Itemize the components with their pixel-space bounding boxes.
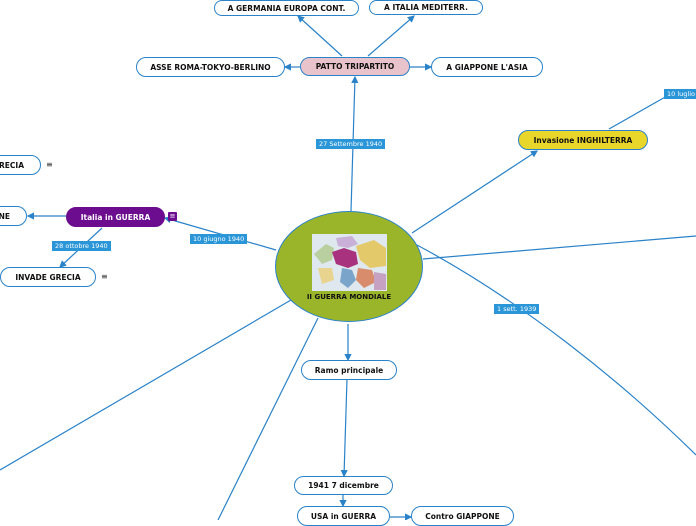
node-giappone[interactable]: A GIAPPONE L'ASIA: [431, 57, 543, 77]
date-tag-settembre: 27 Settembre 1940: [316, 139, 386, 149]
date-tag-luglio: 10 luglio: [664, 89, 696, 99]
node-germania[interactable]: A GERMANIA EUROPA CONT.: [214, 0, 359, 16]
node-ramo-principale[interactable]: Ramo principale: [301, 360, 397, 380]
central-title: II GUERRA MONDIALE: [306, 293, 392, 301]
note-icon-purple[interactable]: ≡: [168, 212, 177, 221]
central-topic[interactable]: II GUERRA MONDIALE: [275, 211, 423, 322]
node-contro-giappone[interactable]: Contro GIAPPONE: [411, 506, 514, 526]
node-left-edge[interactable]: NE: [0, 206, 27, 226]
node-italia[interactable]: A ITALIA MEDITERR.: [369, 0, 483, 15]
node-usa-in-guerra[interactable]: USA in GUERRA: [297, 506, 390, 526]
node-invasione-inghilterra[interactable]: Invasione INGHILTERRA: [518, 130, 648, 150]
node-asse[interactable]: ASSE ROMA-TOKYO-BERLINO: [136, 57, 285, 77]
date-tag-giugno: 10 giugno 1940: [190, 234, 248, 244]
note-icon-grecia[interactable]: ≡: [101, 272, 108, 281]
europe-map-image: [312, 234, 387, 291]
node-1941-dicembre[interactable]: 1941 7 dicembre: [294, 476, 393, 495]
note-icon[interactable]: ≡: [46, 160, 53, 169]
node-italia-in-guerra[interactable]: Italia in GUERRA: [66, 207, 165, 227]
date-tag-1939: 1 sett. 1939: [494, 304, 540, 314]
node-grecia-top[interactable]: RECIA: [0, 155, 41, 175]
date-tag-ottobre: 28 ottobre 1940: [52, 241, 111, 251]
node-invade-grecia[interactable]: INVADE GRECIA: [0, 267, 96, 287]
node-patto-tripartito[interactable]: PATTO TRIPARTITO: [300, 57, 410, 76]
